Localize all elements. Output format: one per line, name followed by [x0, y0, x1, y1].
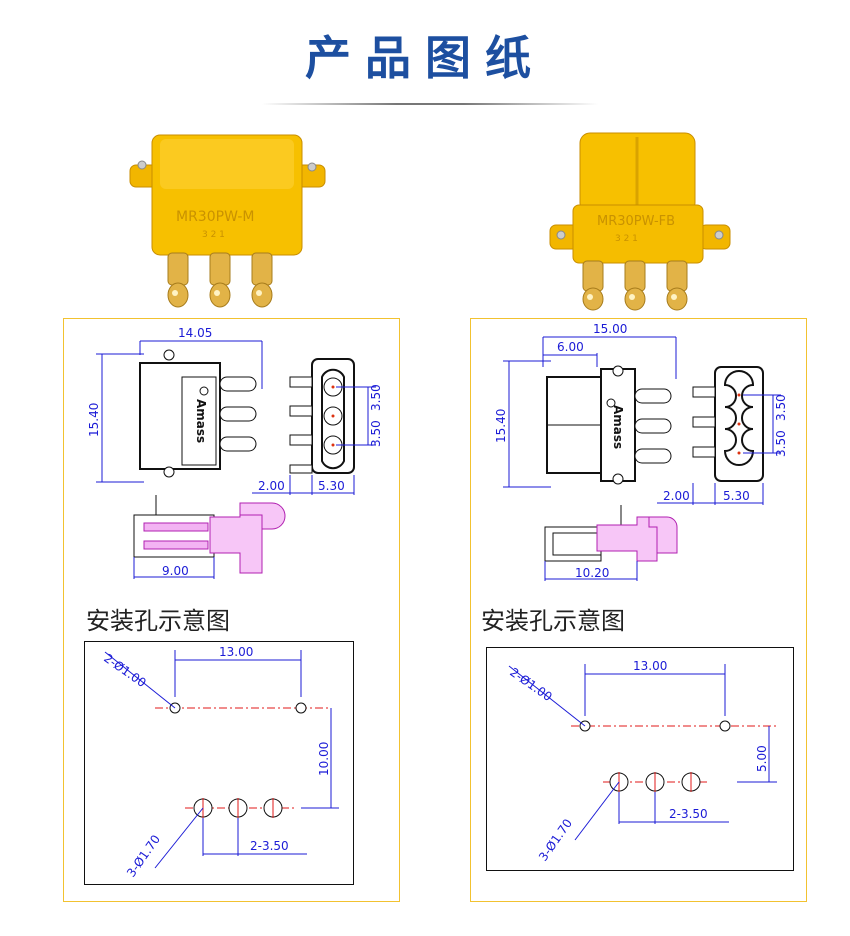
vertical-spacing: 10.00 [317, 742, 331, 776]
vertical-spacing: 5.00 [755, 745, 769, 772]
model-engraving: MR30PW-FB [597, 214, 675, 229]
drawing-panel-female: 15.00 6.00 15.40 Amass 3.50 3.50 [470, 318, 807, 902]
title-divider [262, 103, 598, 105]
hole-section-title: 安装孔示意图 [481, 607, 625, 635]
pin-holes: 3-Ø1.70 [536, 816, 575, 863]
mounting-hole-diagram: 13.00 2-Ø1.00 5.00 2-3.50 3-Ø1.70 [486, 647, 794, 871]
drawing-panel-male: 14.05 15.40 Amass 3.50 [63, 318, 400, 902]
dim-side: 5.30 [318, 479, 345, 493]
dim-width: 14.05 [178, 326, 212, 340]
dim-pitch-bottom: 3.50 [369, 420, 383, 447]
technical-drawing-female: 15.00 6.00 15.40 Amass 3.50 3.50 [494, 322, 788, 581]
dim-offset: 2.00 [663, 489, 690, 503]
hole-layout: 13.00 2-Ø1.00 5.00 2-3.50 3-Ø1.70 [507, 659, 777, 864]
dim-pitch-top: 3.50 [774, 394, 788, 421]
brand-mark: Amass [611, 405, 625, 449]
pin-numbers: 3 2 1 [615, 234, 638, 244]
hole-layout: 13.00 2-Ø1.00 10.00 2-3.50 3-Ø1.70 [101, 645, 339, 880]
dim-width: 15.00 [593, 322, 627, 336]
pin-spacing: 2-3.50 [669, 807, 708, 821]
dim-height: 15.40 [87, 403, 101, 437]
dim-height: 15.40 [494, 409, 508, 443]
mount-spacing: 13.00 [633, 659, 667, 673]
mount-holes: 2-Ø1.00 [101, 651, 148, 690]
hole-section-title: 安装孔示意图 [86, 607, 230, 635]
model-engraving: MR30PW-M [176, 209, 254, 225]
technical-drawing-male: 14.05 15.40 Amass 3.50 [87, 326, 383, 579]
pin-spacing: 2-3.50 [250, 839, 289, 853]
dim-pitch-top: 3.50 [369, 384, 383, 411]
pin-numbers: 3 2 1 [202, 230, 225, 240]
dim-offset: 2.00 [258, 479, 285, 493]
dim-length: 10.20 [575, 566, 609, 580]
mounting-hole-diagram: 13.00 2-Ø1.00 10.00 2-3.50 3-Ø1.70 [84, 641, 354, 885]
page-title: 产品图纸 [305, 31, 545, 85]
mount-spacing: 13.00 [219, 645, 253, 659]
pin-holes: 3-Ø1.70 [124, 832, 163, 879]
dim-pitch-bottom: 3.50 [774, 430, 788, 457]
product-photo-male: MR30PW-M 3 2 1 [129, 134, 326, 308]
product-photo-female: MR30PW-FB 3 2 1 [549, 132, 731, 311]
dim-length: 9.00 [162, 564, 189, 578]
dim-side: 5.30 [723, 489, 750, 503]
mount-holes: 2-Ø1.00 [507, 665, 554, 704]
dim-inner: 6.00 [557, 340, 584, 354]
brand-mark: Amass [194, 399, 208, 443]
